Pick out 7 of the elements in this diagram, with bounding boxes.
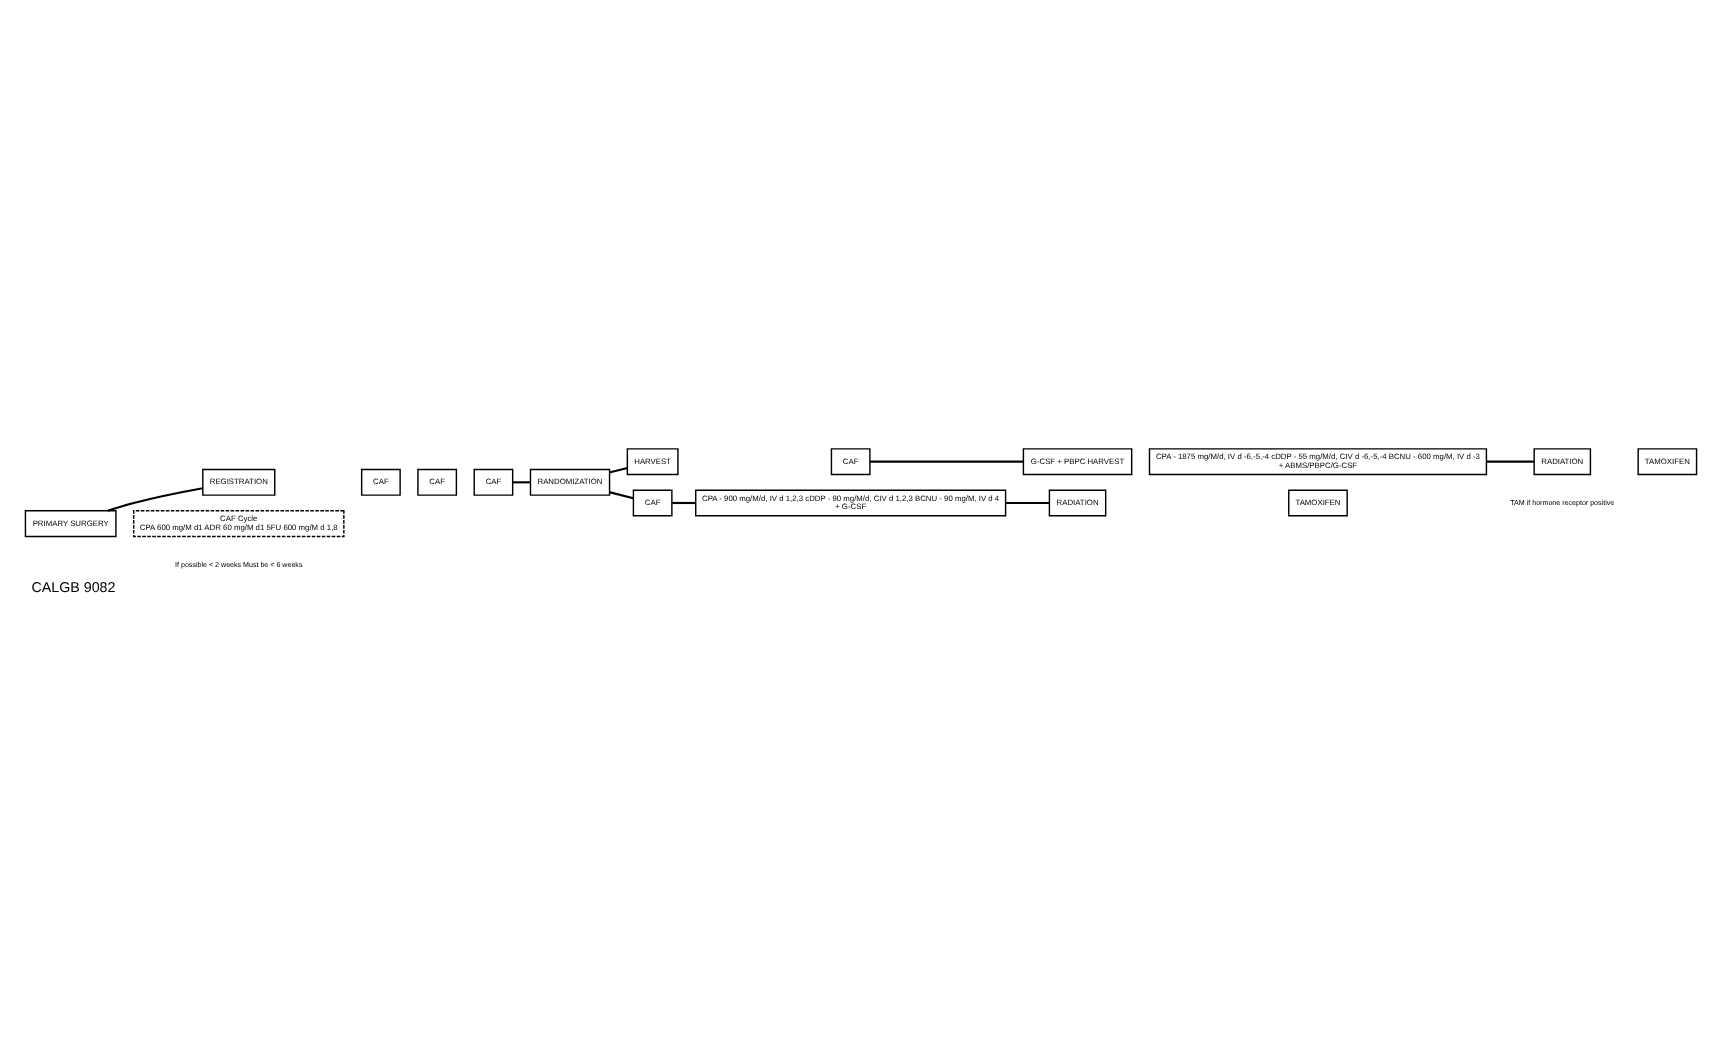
connector xyxy=(672,501,696,505)
connector xyxy=(870,460,1024,463)
connector xyxy=(609,491,634,500)
connector xyxy=(1486,460,1534,463)
connector xyxy=(609,466,628,474)
connector xyxy=(1005,501,1050,505)
connector xyxy=(107,487,203,512)
